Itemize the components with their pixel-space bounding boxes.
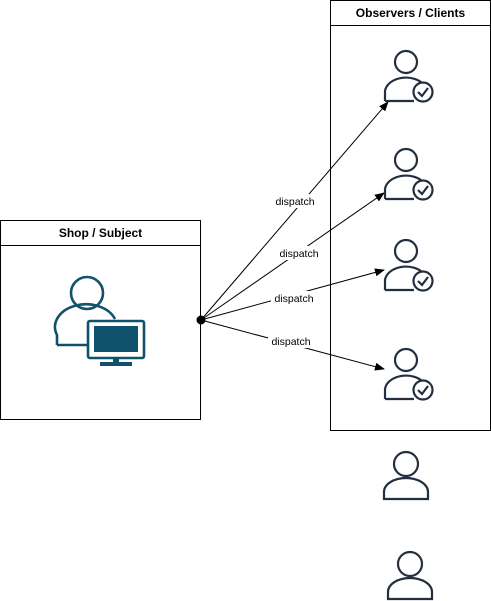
edge-label-1: dispatch [275,196,314,208]
subject-title: Shop / Subject [1,221,200,246]
user-icon [386,550,434,601]
user-check-icon [383,147,434,201]
user-check-icon [383,347,434,401]
edge-1 [200,101,389,321]
edge-label-3: dispatch [274,293,313,305]
dispatch-source-dot [196,315,206,325]
observers-title: Observers / Clients [331,1,490,26]
edge-label-2: dispatch [279,248,318,260]
user-check-icon [383,238,434,292]
user-check-icon [383,49,434,103]
user-icon [382,450,430,501]
edge-label-4: dispatch [271,336,310,348]
subject-box: Shop / Subject [0,220,201,420]
user-with-monitor-icon [53,275,146,366]
